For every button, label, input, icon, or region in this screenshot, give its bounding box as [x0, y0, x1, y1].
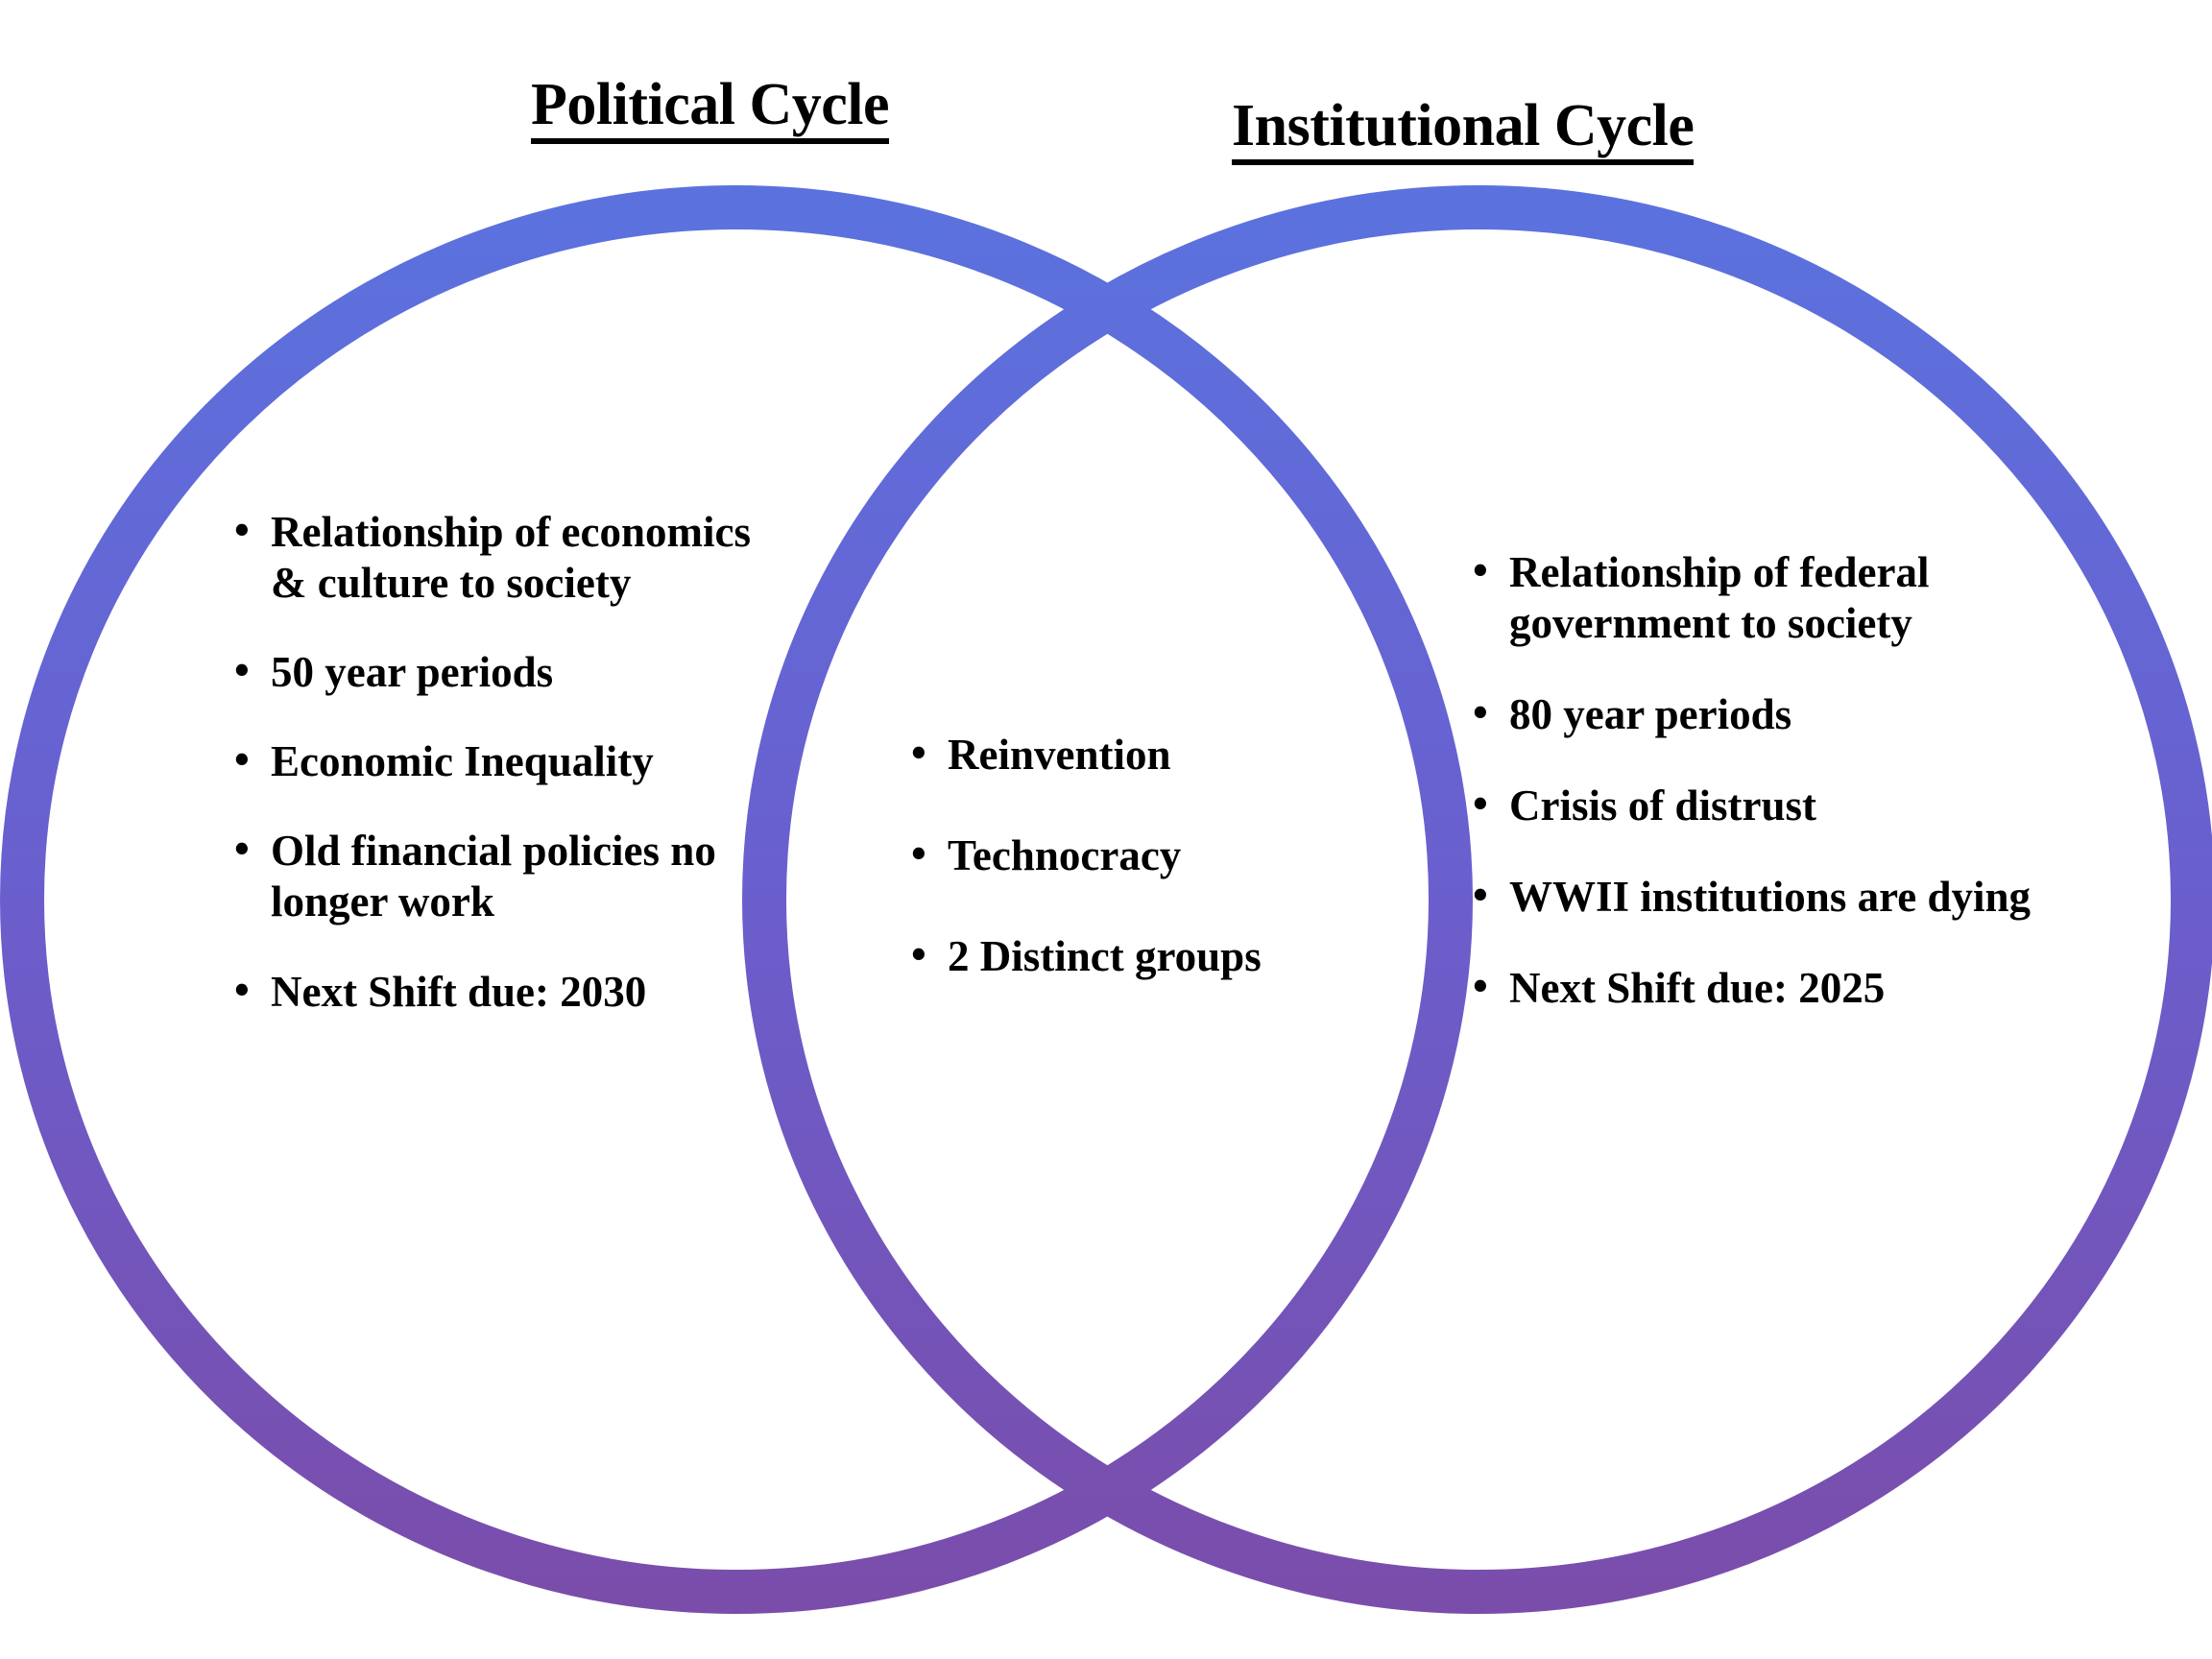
list-item: Next Shift due: 2030 — [230, 965, 768, 1018]
list-item: 80 year periods — [1469, 687, 2045, 740]
list-item: Relationship of economics & culture to s… — [230, 505, 768, 609]
list-item: Reinvention — [907, 728, 1358, 781]
right-circle-title-text: Institutional Cycle — [1232, 96, 1695, 165]
left-circle-bullet-list: Relationship of economics & culture to s… — [230, 505, 768, 1018]
right-circle-title: Institutional Cycle — [1232, 96, 1695, 165]
left-circle-title-text: Political Cycle — [531, 75, 889, 144]
list-item: Economic Inequality — [230, 734, 768, 787]
list-item: 50 year periods — [230, 645, 768, 698]
list-item: Technocracy — [907, 829, 1358, 881]
list-item: Crisis of distrust — [1469, 779, 2045, 831]
left-circle-title: Political Cycle — [531, 75, 889, 144]
list-item: 2 Distinct groups — [907, 929, 1358, 982]
list-item: Old financial policies no longer work — [230, 824, 768, 927]
list-item: WWII institutions are dying — [1469, 870, 2045, 923]
list-item: Next Shift due: 2025 — [1469, 961, 2045, 1014]
intersection-bullet-list: Reinvention Technocracy 2 Distinct group… — [907, 728, 1358, 982]
list-item: Relationship of federal government to so… — [1469, 545, 2045, 649]
right-circle-bullet-list: Relationship of federal government to so… — [1469, 545, 2045, 1015]
